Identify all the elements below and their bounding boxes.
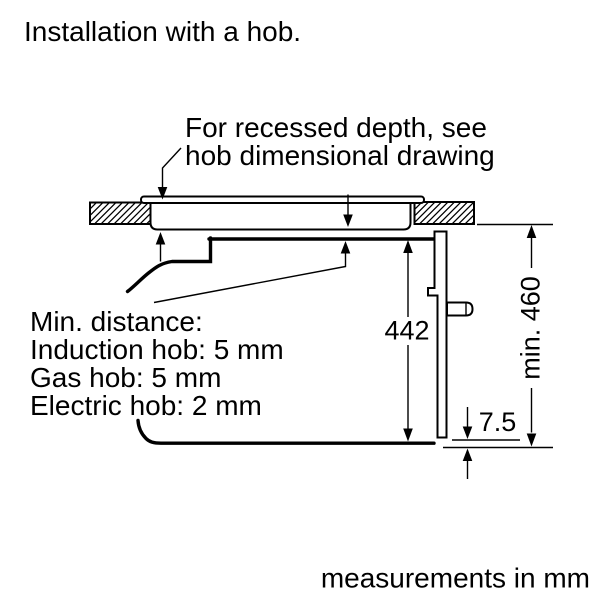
dimension-442: 442 [384,240,430,442]
oven-control-knob [446,301,474,317]
oven-cross-section [125,230,474,445]
recessed-depth-note-line1: For recessed depth, see [185,112,487,143]
worktop-right-section [413,201,475,225]
min-distance-note: Min. distance: Induction hob: 5 mm Gas h… [30,306,284,421]
dimension-min-460-label: min. 460 [516,276,546,380]
dimension-7-5: 7.5 [443,407,553,479]
oven-front-frame [427,230,448,439]
min-distance-gas: Gas hob: 5 mm [30,362,221,393]
min-distance-arrow-hob-bottom [155,232,166,262]
hob-cross-section [140,195,425,231]
oven-bottom-edge [136,418,436,445]
min-distance-electric: Electric hob: 2 mm [30,390,262,421]
worktop-left-section [89,201,153,225]
min-distance-title: Min. distance: [30,306,203,337]
recessed-depth-arrow [343,194,353,227]
hob-body [149,199,412,231]
min-distance-leader-arrow-oven-top [153,241,351,304]
dimension-min-460: min. 460 [477,223,553,447]
recessed-depth-note-line2: hob dimensional drawing [185,140,495,171]
recessed-depth-leader-arrow [157,147,182,200]
dimension-442-label: 442 [384,316,429,346]
page-title: Installation with a hob. [24,16,301,47]
min-distance-induction: Induction hob: 5 mm [30,334,284,365]
footer-note: measurements in mm [321,563,590,594]
hob-trim-plate [140,195,425,204]
dimension-7-5-label: 7.5 [479,407,517,437]
oven-front-break-line [125,236,213,294]
